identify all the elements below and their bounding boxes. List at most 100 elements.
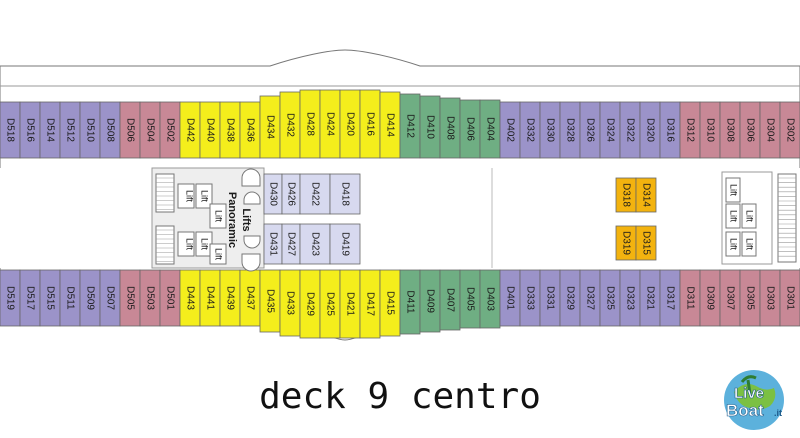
cabin: D302 [779,101,800,159]
cabin-label: D330 [544,118,555,142]
cabin-label: D426 [285,182,296,206]
cabin-label: D429 [304,292,315,316]
cabin-label: D321 [644,286,655,310]
cabin: D405 [459,269,481,329]
cabin-label: D329 [564,286,575,310]
cabin: D315 [635,225,657,261]
cabin: D432 [279,91,301,159]
cabin: D422 [299,173,331,215]
right-lift-box [741,203,757,229]
cabin: D443 [179,269,201,327]
cabin: D512 [59,101,81,159]
cabin: D518 [0,101,21,159]
cabin-label: D331 [544,286,555,310]
right-lift-box [741,231,757,257]
cabin: D504 [139,101,161,159]
cabin: D506 [119,101,141,159]
cabin-label: D310 [704,118,715,142]
lift-label: Lift [729,210,739,223]
cabin: D319 [615,225,637,261]
cabin: D412 [399,93,421,159]
cabin-label: D302 [784,118,795,142]
cabin: D418 [329,173,361,215]
lift-box [177,183,195,209]
lift-label: Lift [729,238,739,251]
cabin: D314 [635,177,657,213]
cabin-box [299,223,331,265]
cabin: D305 [739,269,761,327]
cabin: D329 [559,269,581,327]
cabin-label: D424 [324,112,335,136]
cabin: D328 [559,101,581,159]
stair-lines [156,177,174,262]
cabin: D401 [499,269,521,327]
right-lift-box [725,203,741,229]
cabin: D427 [281,223,301,265]
lift-label: Lift [200,190,210,203]
cabin-label: D306 [744,118,755,142]
cabin-label: D501 [164,286,175,310]
panoramic-pod [241,168,261,187]
cabin: D503 [139,269,161,327]
cabin-label: D427 [285,232,296,256]
cabin-label: D425 [324,292,335,316]
cabin-label: D433 [284,291,295,315]
cabin-label: D515 [44,286,55,310]
cabin-label: D405 [464,287,475,311]
corridor [0,168,800,268]
logo-text-live: Live [734,385,764,402]
cabin-label: D325 [604,286,615,310]
cabin: D324 [599,101,621,159]
cabin: D312 [679,101,701,159]
cabin-label: D421 [344,292,355,316]
cabin: D517 [19,269,41,327]
cabin: D408 [439,97,461,159]
lift-label: Lift [214,210,224,223]
cabin: D327 [579,269,601,327]
cabin: D433 [279,269,301,337]
lift-label: Lift [200,238,210,251]
cabin: D507 [99,269,121,327]
lifts-label: Lifts [240,208,252,231]
cabin-label: D436 [244,118,255,142]
cabin-label: D511 [64,286,75,310]
lift-box [177,231,195,257]
cabin-label: D435 [264,289,275,313]
cabin-label: D419 [339,232,350,256]
cabin: D323 [619,269,641,327]
cabin: D411 [399,269,421,335]
cabin-label: D316 [664,118,675,142]
cabin-label: D417 [364,292,375,316]
cabin-label: D320 [644,118,655,142]
cabin-label: D509 [84,286,95,310]
cabin-label: D503 [144,286,155,310]
cabin: D426 [281,173,301,215]
cabin-label: D317 [664,286,675,310]
cabin: D439 [219,269,241,327]
cabin: D511 [59,269,81,327]
cabin-label: D512 [64,118,75,142]
right-lift-area: Lift Lift Lift Lift Lift [721,171,797,265]
cabin: D519 [0,269,21,327]
cabin-label: D409 [424,289,435,313]
cabin: D403 [479,269,501,329]
cabin-label: D301 [784,286,795,310]
cabin-label: D441 [204,286,215,310]
cabin: D311 [679,269,701,327]
cabin: D318 [615,177,637,213]
cabin: D307 [719,269,741,327]
cabin-label: D507 [104,286,115,310]
cabin-label: D304 [764,118,775,142]
cabin-label: D434 [264,115,275,139]
cabin: D424 [319,89,341,159]
cabin: D419 [329,223,361,265]
cabin: D437 [239,269,261,327]
right-lift-box [725,231,741,257]
cabin: D502 [159,101,181,159]
cabin: D440 [199,101,221,159]
cabin: D306 [739,101,761,159]
cabin: D430 [263,173,283,215]
lift-label: Lift [214,248,224,261]
